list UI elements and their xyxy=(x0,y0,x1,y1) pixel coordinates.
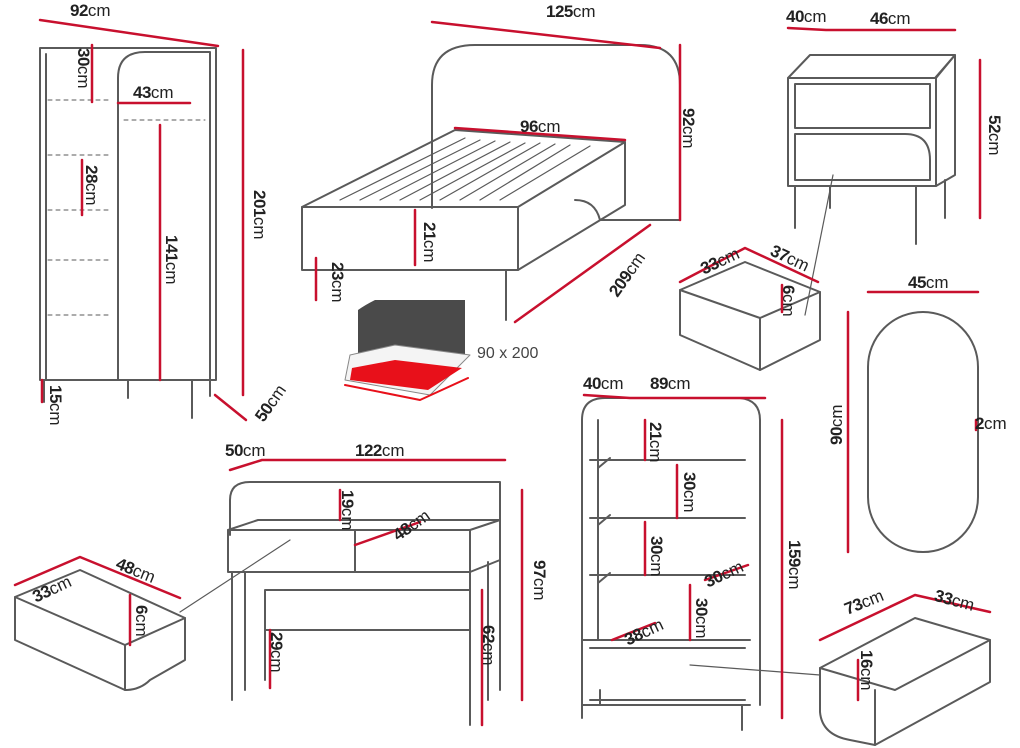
wardrobe-height-label: 201cm xyxy=(250,190,269,240)
mirror-height-label: 90cm xyxy=(827,404,846,445)
wardrobe-drawing xyxy=(39,47,217,419)
desk-upstand-label: 19cm xyxy=(338,490,357,531)
bed-inner-width-label: 96cm xyxy=(520,117,561,136)
wardrobe-rail-height-label: 141cm xyxy=(162,235,181,285)
nightstand-drawing xyxy=(787,54,956,245)
bookshelf-drawer-drawing xyxy=(819,617,991,746)
nightstand-depth-label: 40cm xyxy=(786,7,827,26)
bookshelf-dimensions xyxy=(582,393,784,720)
bed-width-label: 125cm xyxy=(546,2,596,21)
nightstand-drawer-drawing xyxy=(679,174,834,371)
bookshelf-width-label: 89cm xyxy=(650,374,691,393)
desk-drawer-dimensions xyxy=(13,555,182,647)
bookshelf-height-label: 159cm xyxy=(785,540,804,590)
bookshelf-drawer-height-label: 16cm xyxy=(857,650,876,691)
nightstand-height-label: 52cm xyxy=(985,115,1004,156)
desk-drawer-height-label: 6cm xyxy=(132,605,151,637)
wardrobe-dimensions xyxy=(38,18,248,422)
desk-height-label: 97cm xyxy=(530,560,549,601)
bookshelf-gap1-label: 30cm xyxy=(680,472,699,513)
bookshelf-gap3-label: 30cm xyxy=(692,598,711,639)
bookshelf-top-gap-label: 21cm xyxy=(646,422,665,463)
desk-drawing xyxy=(179,481,501,726)
bed-headboard-height-label: 92cm xyxy=(679,108,698,149)
nightstand-width-label: 46cm xyxy=(870,9,911,28)
wardrobe-leg-height-label: 15cm xyxy=(46,385,65,426)
desk-width-label: 122cm xyxy=(355,441,405,460)
wardrobe-shelf-gap-label: 28cm xyxy=(82,165,101,206)
desk-drawer-drawing xyxy=(14,569,186,691)
bed-leg-height-label: 23cm xyxy=(328,262,347,303)
nightstand-dimensions xyxy=(786,26,982,220)
desk-dimensions xyxy=(228,458,524,727)
bookshelf-gap2-label: 30cm xyxy=(647,536,666,577)
desk-leg-clearance-label: 62cm xyxy=(479,625,498,666)
mirror-dimensions xyxy=(846,290,980,554)
mirror-drawing xyxy=(867,311,979,553)
wardrobe-top-gap-label: 30cm xyxy=(74,48,93,89)
bed-frame-height-label: 21cm xyxy=(420,222,439,263)
mirror-width-label: 45cm xyxy=(908,273,949,292)
mattress-icon xyxy=(344,300,471,401)
bookshelf-drawer-dimensions xyxy=(818,593,992,702)
nightstand-drawer-dimensions xyxy=(678,246,820,314)
bed-dimensions xyxy=(314,20,682,324)
nightstand-drawer-height-label: 6cm xyxy=(779,285,798,317)
wardrobe-width-label: 92cm xyxy=(70,1,111,20)
desk-depth-label: 50cm xyxy=(225,441,266,460)
mirror-thickness-label: 2cm xyxy=(975,414,1007,433)
bookshelf-depth-label: 40cm xyxy=(583,374,624,393)
mattress-size-label: 90 x 200 xyxy=(477,345,539,362)
wardrobe-door-width-label: 43cm xyxy=(133,83,174,102)
desk-panel-height-label: 29cm xyxy=(267,632,286,673)
